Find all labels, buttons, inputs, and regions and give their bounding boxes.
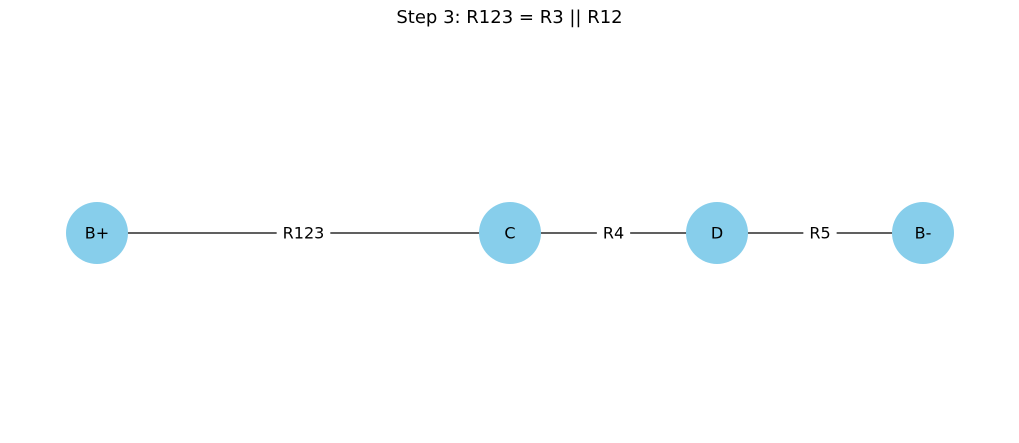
node-d: D (686, 202, 748, 264)
diagram-title: Step 3: R123 = R3 || R12 (396, 7, 623, 28)
node-bplus: B+ (66, 202, 128, 264)
edge-label-text: R5 (809, 224, 830, 243)
edge-label-background (803, 221, 837, 245)
edge-label-background (276, 221, 331, 245)
node-label: C (504, 224, 515, 243)
edge-label-background (596, 221, 631, 245)
node-circle (66, 202, 128, 264)
edge-label-r4: R4 (596, 221, 631, 245)
node-label: D (711, 224, 723, 243)
node-circle (479, 202, 541, 264)
node-circle (892, 202, 954, 264)
node-label: B+ (85, 224, 109, 243)
node-circle (686, 202, 748, 264)
edge-label-r123: R123 (276, 221, 331, 245)
edges-layer: R123 R4 R5 (97, 221, 923, 245)
edge-label-text: R4 (603, 224, 624, 243)
nodes-layer: B+ C D B- (66, 202, 954, 264)
node-label: B- (915, 224, 932, 243)
node-bminus: B- (892, 202, 954, 264)
edge-label-text: R123 (283, 224, 325, 243)
edge-label-r5: R5 (803, 221, 837, 245)
node-c: C (479, 202, 541, 264)
